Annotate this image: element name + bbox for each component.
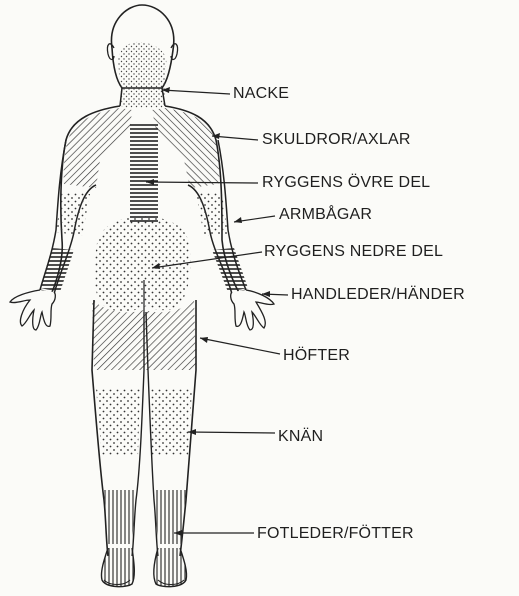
label-upper-back: RYGGENS ÖVRE DEL: [262, 174, 430, 192]
right-knee-region: [150, 388, 192, 456]
label-wrists-hands: HANDLEDER/HÄNDER: [291, 286, 465, 304]
neck-region: [118, 42, 166, 108]
label-hips: HÖFTER: [283, 347, 350, 365]
leader-upper-back: [146, 182, 258, 183]
upper-back-region: [130, 124, 158, 224]
right-ankle-region: [154, 490, 186, 544]
right-shoulder-region: [152, 108, 219, 188]
left-knee-region: [96, 388, 140, 456]
lower-back-region: [94, 216, 190, 311]
leader-knees: [188, 432, 275, 433]
right-elbow-region: [196, 192, 228, 236]
leader-neck: [162, 90, 230, 94]
left-elbow-region: [56, 192, 90, 236]
left-wrist-region: [40, 248, 74, 292]
leader-hips: [200, 338, 280, 354]
left-ankle-region: [104, 490, 136, 544]
label-shoulders: SKULDROR/AXLAR: [262, 131, 411, 149]
label-knees: KNÄN: [278, 428, 323, 446]
label-neck: NACKE: [233, 85, 289, 103]
left-shoulder-region: [64, 108, 132, 188]
label-lower-back: RYGGENS NEDRE DEL: [264, 243, 443, 261]
label-ankles-feet: FOTLEDER/FÖTTER: [257, 525, 414, 543]
feet: [101, 548, 186, 587]
label-elbows: ARMBÅGAR: [279, 206, 372, 224]
